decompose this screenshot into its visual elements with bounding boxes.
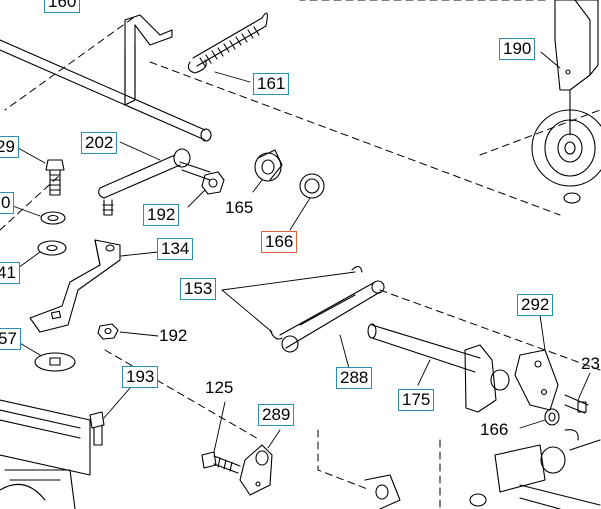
callout-57: 57 (0, 328, 21, 350)
callout-23: 23 (581, 354, 600, 373)
callout-153: 153 (180, 278, 217, 300)
main-shaft (0, 39, 212, 142)
link-288 (279, 280, 385, 353)
callout-192-upper: 192 (143, 204, 180, 226)
leader-165 (252, 179, 263, 193)
leader-175 (417, 359, 431, 386)
washer-57 (34, 352, 76, 372)
leader-125 (213, 401, 226, 453)
bracket-134 (29, 239, 121, 333)
rod-202 (98, 148, 211, 216)
leader-41 (17, 251, 41, 269)
lower-middle-parts (364, 474, 401, 509)
leader-0 (9, 204, 41, 217)
leader-23 (577, 372, 591, 401)
pulley-190 (531, 0, 601, 204)
callout-190: 190 (499, 38, 536, 60)
callout-165: 165 (225, 198, 254, 217)
bracket-289 (239, 444, 273, 496)
callout-41: 41 (0, 262, 20, 284)
shaft-175 (367, 323, 481, 373)
lock-washer-0 (40, 211, 66, 225)
callout-166-upper: 166 (261, 231, 298, 253)
bracket-292 (464, 344, 559, 413)
callout-193: 193 (122, 366, 159, 388)
leader-192-upper (187, 189, 206, 208)
clip-153-lower (269, 329, 283, 340)
callout-29: 29 (0, 136, 19, 158)
callout-292: 292 (517, 294, 554, 316)
leader-166-upper (289, 197, 311, 231)
leader-288 (339, 334, 351, 373)
leader-57 (17, 341, 41, 356)
nut-192-upper (201, 171, 225, 195)
spring-161 (187, 12, 268, 74)
callout-160: 160 (44, 0, 81, 13)
bolt-23 (564, 394, 589, 414)
leader-153 (221, 271, 356, 333)
callout-134: 134 (157, 238, 194, 260)
bushing-165 (254, 149, 283, 182)
callout-202: 202 (81, 132, 118, 154)
washer-166-lower (544, 408, 560, 426)
bolt-125 (201, 451, 241, 474)
leader-202 (119, 141, 161, 161)
leader-289 (267, 429, 281, 449)
washer-41 (37, 240, 67, 256)
leader-193 (103, 387, 131, 419)
lower-left-chassis (0, 399, 91, 509)
bolt-193 (89, 411, 105, 446)
callout-288: 288 (336, 367, 373, 389)
callout-192-lower: 192 (159, 326, 188, 345)
lower-right-assembly (469, 429, 601, 509)
leader-134 (120, 251, 159, 257)
clip-153-upper (351, 265, 363, 273)
callout-161: 161 (253, 73, 290, 95)
leader-292 (539, 314, 546, 351)
washer-166-upper (299, 173, 325, 199)
callout-125: 125 (205, 378, 234, 397)
upper-bracket (124, 14, 173, 106)
leader-29 (17, 147, 46, 164)
callout-0: 0 (0, 192, 15, 214)
nut-192-lower (97, 323, 119, 340)
callout-289: 289 (258, 404, 295, 426)
leader-190 (540, 51, 561, 69)
callout-166-lower: 166 (480, 420, 509, 439)
leader-192-lower (119, 331, 159, 337)
leader-166-lower (519, 419, 546, 429)
bolt-29 (45, 159, 65, 196)
leader-161 (214, 71, 251, 83)
callout-175: 175 (398, 389, 435, 411)
